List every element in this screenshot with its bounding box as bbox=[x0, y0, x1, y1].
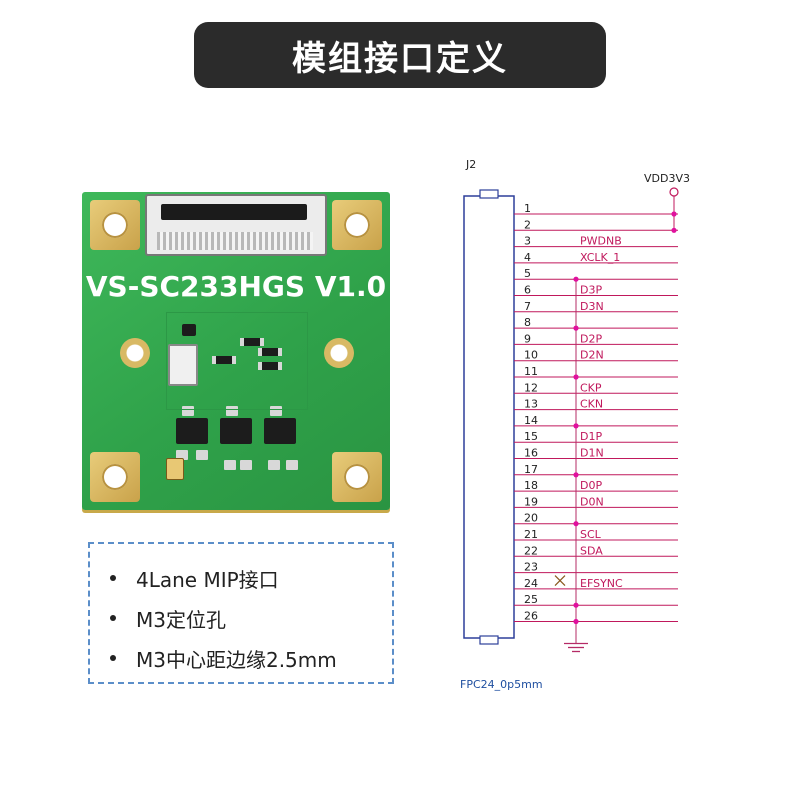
power-label: VDD3V3 bbox=[644, 172, 690, 185]
feature-text: 4Lane MIP接口 bbox=[136, 567, 279, 592]
net-label: D3P bbox=[580, 284, 602, 297]
net-label: D0N bbox=[580, 495, 604, 508]
pad bbox=[286, 460, 298, 470]
net-label: D0P bbox=[580, 479, 602, 492]
junction-dot bbox=[573, 602, 579, 608]
pin-number: 2 bbox=[524, 218, 531, 231]
connector-tab-top bbox=[479, 189, 499, 199]
pin-number: 17 bbox=[524, 463, 538, 476]
connector-tab-bottom bbox=[479, 635, 499, 645]
pin-number: 21 bbox=[524, 528, 538, 541]
pad bbox=[270, 406, 282, 416]
net-label: EFSYNC bbox=[580, 577, 623, 590]
junction-dot bbox=[573, 618, 579, 625]
pin-number: 13 bbox=[524, 398, 538, 411]
junction-dot bbox=[671, 227, 677, 233]
junction-dot bbox=[573, 423, 579, 429]
pin-number: 24 bbox=[524, 577, 538, 590]
pad bbox=[176, 450, 188, 460]
pin-number: 14 bbox=[524, 414, 538, 427]
resistor bbox=[258, 362, 282, 370]
fpc-connector bbox=[145, 194, 327, 256]
pin-number: 8 bbox=[524, 316, 531, 329]
pin-number: 16 bbox=[524, 447, 538, 460]
pin-number: 19 bbox=[524, 495, 538, 508]
mounting-hole-left bbox=[120, 338, 150, 368]
net-label: XCLK_1 bbox=[580, 251, 620, 264]
pin-number: 7 bbox=[524, 300, 531, 313]
junction-dot bbox=[573, 325, 579, 331]
resistor bbox=[212, 356, 236, 364]
feature-item: M3定位孔 bbox=[110, 598, 392, 638]
net-label: D2N bbox=[580, 349, 604, 362]
pin-number: 6 bbox=[524, 284, 531, 297]
pad bbox=[268, 460, 280, 470]
board-silkscreen: VS-SC233HGS V1.0 bbox=[85, 270, 387, 303]
pin-number: 23 bbox=[524, 561, 538, 574]
resistor bbox=[258, 348, 282, 356]
pin-number: 22 bbox=[524, 544, 538, 557]
pcb-photo: VS-SC233HGS V1.0 bbox=[82, 192, 390, 510]
junction-dot bbox=[671, 211, 677, 217]
pin-number: 15 bbox=[524, 430, 538, 443]
net-label: CKN bbox=[580, 398, 603, 411]
corner-pad-top-left bbox=[90, 200, 140, 250]
no-connect-marker bbox=[554, 575, 566, 587]
power-symbol bbox=[669, 187, 679, 197]
pin-number: 4 bbox=[524, 251, 531, 264]
connector-body bbox=[463, 195, 515, 639]
feature-text: M3中心距边缘2.5mm bbox=[136, 647, 337, 672]
page-title: 模组接口定义 bbox=[194, 22, 606, 88]
pin-number: 10 bbox=[524, 349, 538, 362]
net-label: SDA bbox=[580, 544, 603, 557]
pad bbox=[196, 450, 208, 460]
footprint-label: FPC24_0p5mm bbox=[460, 678, 543, 691]
net-label: CKP bbox=[580, 381, 602, 394]
net-label: D1P bbox=[580, 430, 602, 443]
schematic-ref: J2 bbox=[465, 158, 476, 171]
crystal-oscillator bbox=[168, 344, 198, 386]
pin-number: 25 bbox=[524, 593, 538, 606]
net-label: D3N bbox=[580, 300, 604, 313]
pin-number: 26 bbox=[524, 610, 538, 623]
feature-item: M3中心距边缘2.5mm bbox=[110, 638, 392, 678]
pad bbox=[182, 406, 194, 416]
pin-number: 1 bbox=[524, 202, 531, 215]
net-label: D1N bbox=[580, 447, 604, 460]
resistor bbox=[240, 338, 264, 346]
feature-item: 4Lane MIP接口 bbox=[110, 558, 392, 598]
pin-number: 18 bbox=[524, 479, 538, 492]
junction-dot bbox=[573, 521, 579, 527]
corner-pad-top-right bbox=[332, 200, 382, 250]
regulator-1 bbox=[176, 418, 208, 444]
regulator-2 bbox=[220, 418, 252, 444]
junction-dot bbox=[573, 374, 579, 380]
pin-number: 12 bbox=[524, 381, 538, 394]
pad bbox=[224, 460, 236, 470]
corner-pad-bottom-right bbox=[332, 452, 382, 502]
pin-number: 11 bbox=[524, 365, 538, 378]
net-label: SCL bbox=[580, 528, 602, 541]
pcb-board: VS-SC233HGS V1.0 bbox=[82, 192, 390, 510]
net-label: PWDNB bbox=[580, 235, 622, 248]
trace bbox=[166, 312, 308, 410]
pin-number: 20 bbox=[524, 512, 538, 525]
feature-list: 4Lane MIP接口 M3定位孔 M3中心距边缘2.5mm bbox=[88, 542, 394, 684]
pin-number: 5 bbox=[524, 267, 531, 280]
pad bbox=[226, 406, 238, 416]
pin-number: 9 bbox=[524, 332, 531, 345]
pin-number: 3 bbox=[524, 235, 531, 248]
junction-dot bbox=[573, 276, 579, 282]
corner-pad-bottom-left bbox=[90, 452, 140, 502]
pad bbox=[240, 460, 252, 470]
feature-text: M3定位孔 bbox=[136, 607, 226, 632]
mounting-hole-right bbox=[324, 338, 354, 368]
ic-small bbox=[182, 324, 196, 336]
regulator-3 bbox=[264, 418, 296, 444]
net-label: D2P bbox=[580, 332, 602, 345]
junction-dot bbox=[573, 472, 579, 478]
capacitor bbox=[166, 458, 184, 480]
